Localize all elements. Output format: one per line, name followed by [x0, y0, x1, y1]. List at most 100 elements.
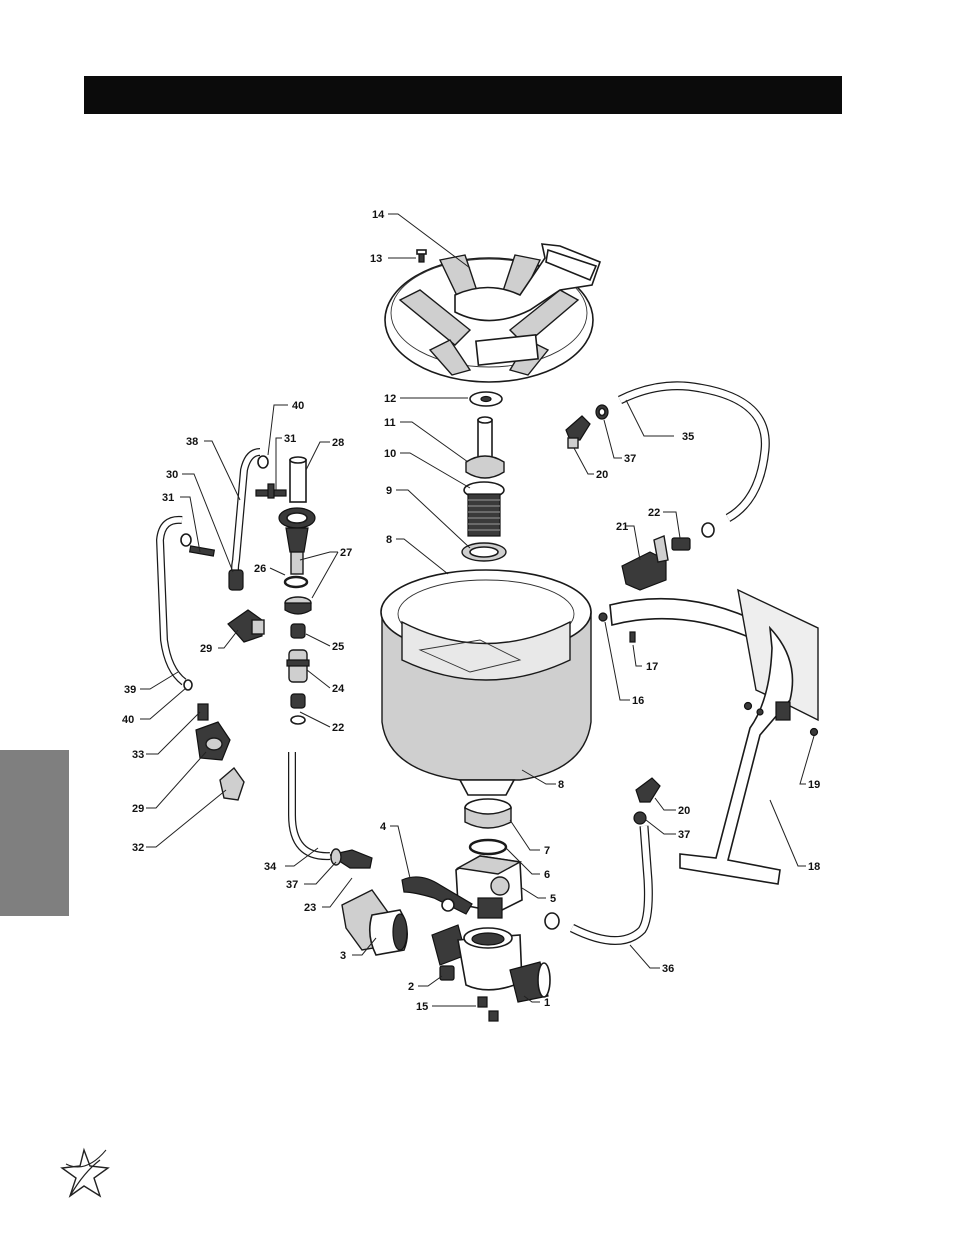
callout-35: 35: [682, 431, 694, 443]
callout-8-lower: 8: [558, 779, 564, 791]
part-fitting-22-right: [671, 522, 715, 551]
side-tab: [0, 750, 69, 916]
part-hose-39: [155, 515, 187, 686]
part-elbow-20-lower: [635, 777, 661, 803]
callout-20-lower: 20: [678, 805, 690, 817]
part-screw-bracket: [743, 701, 753, 711]
callout-28: 28: [332, 437, 344, 449]
callout-34: 34: [264, 861, 277, 873]
callout-36: 36: [662, 963, 674, 975]
callout-30: 30: [166, 469, 178, 481]
callout-40: 40: [122, 714, 134, 726]
part-tee-31-top: [255, 483, 287, 499]
part-screw-19: [809, 727, 819, 737]
callout-29-lower: 29: [132, 803, 144, 815]
callout-17: 17: [646, 661, 658, 673]
part-screw-16: [598, 612, 608, 622]
part-tee-1: [431, 924, 551, 1003]
part-gasket-9: [461, 542, 507, 562]
callout-27: 27: [340, 547, 352, 559]
callout-20-top: 20: [596, 469, 608, 481]
part-nut-37-top: [595, 404, 609, 420]
callout-26: 26: [254, 563, 266, 575]
callout-10: 10: [384, 448, 396, 460]
callout-2: 2: [408, 981, 414, 993]
part-coupler-24: [286, 649, 310, 683]
callout-40-top: 40: [292, 400, 304, 412]
part-tee-31-lower: [180, 533, 216, 557]
part-washer-26: [283, 575, 309, 589]
callout-5: 5: [550, 893, 556, 905]
callout-23: 23: [304, 902, 316, 914]
callout-8: 8: [386, 534, 392, 546]
part-valve-21: [621, 535, 669, 591]
callout-4: 4: [380, 821, 387, 833]
part-fitting-10: [463, 481, 505, 537]
part-fitting-22-left: [290, 693, 306, 725]
callout-32: 32: [132, 842, 144, 854]
callout-21: 21: [616, 521, 628, 533]
part-hose-38: [231, 448, 261, 577]
callout-38: 38: [186, 436, 198, 448]
callout-16: 16: [632, 695, 644, 707]
part-screws-15: [477, 996, 499, 1022]
part-nut-27: [284, 596, 312, 615]
part-elbow-3: [341, 889, 408, 956]
callout-1: 1: [544, 997, 550, 1009]
part-lid: [384, 243, 602, 383]
callout-25: 25: [332, 641, 344, 653]
callout-19: 19: [808, 779, 820, 791]
callout-37-left: 37: [286, 879, 298, 891]
part-elbow-32: [219, 766, 245, 801]
callout-37-right: 37: [678, 829, 690, 841]
callout-labels: 14 13 12 11 10 9 8 40 38 31 28 30 31 27 …: [122, 209, 820, 1013]
part-clamp-40-top: [257, 455, 269, 469]
callout-11: 11: [384, 417, 396, 429]
part-valve-5: [455, 855, 523, 919]
part-tube-28: [289, 456, 307, 503]
part-tube-11: [465, 416, 505, 479]
callout-7: 7: [544, 845, 550, 857]
part-fitting-25: [290, 623, 306, 639]
part-hose-35: [617, 381, 770, 522]
part-nut-7: [464, 798, 512, 829]
part-valve-29-lower: [195, 721, 231, 761]
part-plug-2: [439, 965, 455, 981]
callout-29-top: 29: [200, 643, 212, 655]
part-hose-34: [288, 752, 331, 861]
callout-14: 14: [372, 209, 385, 221]
part-valve-29-top: [227, 609, 265, 643]
callout-24: 24: [332, 683, 345, 695]
part-valve-handle: [278, 507, 316, 575]
part-screw-13: [416, 249, 427, 263]
part-nut-37-lower: [633, 811, 647, 825]
callout-18: 18: [808, 861, 820, 873]
part-washer-12: [469, 391, 503, 407]
part-oring-6: [468, 838, 508, 856]
leader-lines: [140, 213, 815, 1007]
part-connector-30: [228, 569, 244, 591]
callout-33: 33: [132, 749, 144, 761]
callout-6: 6: [544, 869, 550, 881]
part-fitting-23: [328, 848, 373, 869]
callout-3: 3: [340, 950, 346, 962]
callout-31-top: 31: [284, 433, 296, 445]
callout-22-left: 22: [332, 722, 344, 734]
star-swirl-logo-icon: [60, 1147, 110, 1198]
callout-37-top: 37: [624, 453, 636, 465]
part-handle-4: [401, 876, 473, 915]
callout-22-right: 22: [648, 507, 660, 519]
callout-9: 9: [386, 485, 392, 497]
callout-31-lower: 31: [162, 492, 174, 504]
part-bracket-18: [609, 588, 819, 885]
callout-12: 12: [384, 393, 396, 405]
part-screw-17: [629, 631, 636, 643]
header-bar: [84, 76, 842, 114]
part-elbow-20-top: [565, 415, 591, 449]
part-clamp-40: [183, 679, 193, 691]
part-hose-36: [569, 825, 653, 945]
part-fitting-33: [197, 703, 209, 721]
callout-13: 13: [370, 253, 382, 265]
callout-39: 39: [124, 684, 136, 696]
